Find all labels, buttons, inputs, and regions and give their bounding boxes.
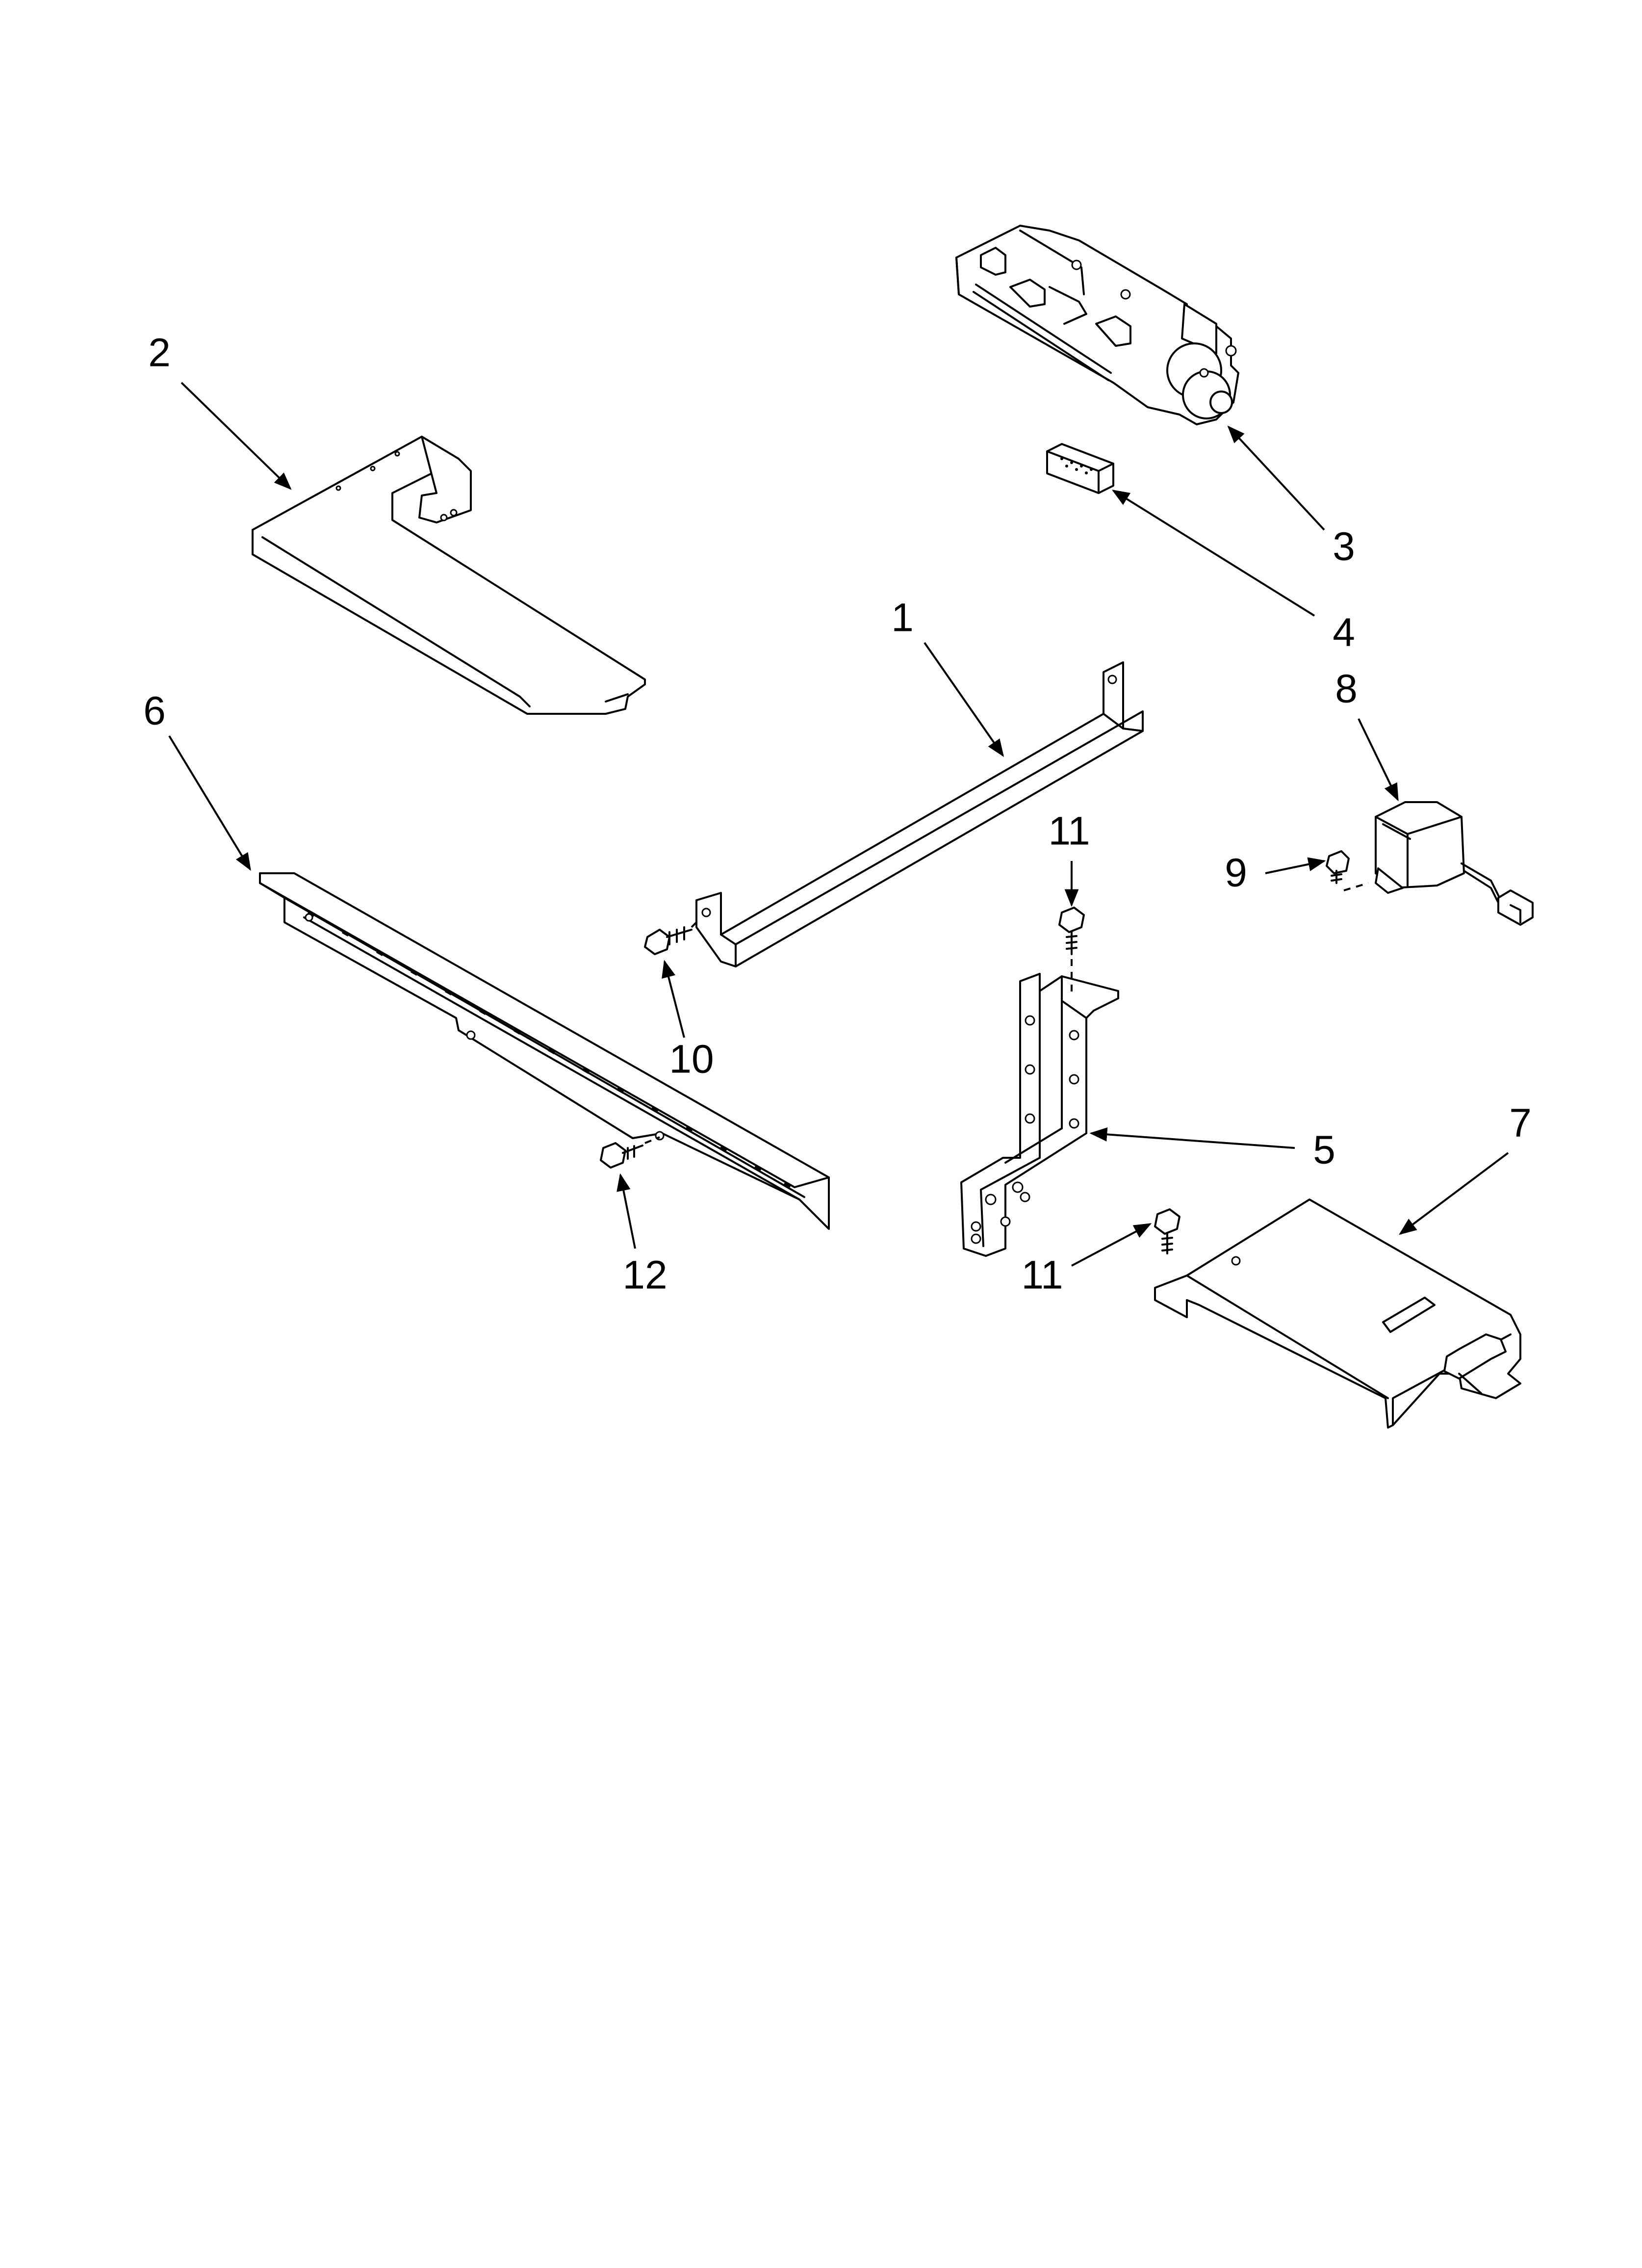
- leader-3: [1227, 425, 1325, 531]
- leader-10: [662, 960, 685, 1038]
- callout-9: 9: [1225, 851, 1247, 895]
- callout-1: 1: [891, 596, 914, 640]
- leader-4: [1111, 490, 1315, 617]
- leader-6: [168, 735, 251, 871]
- callout-11-upper: 11: [1048, 809, 1090, 854]
- callout-6: 6: [143, 689, 166, 733]
- callout-5: 5: [1313, 1128, 1335, 1173]
- leader-1: [924, 642, 1004, 757]
- callout-8: 8: [1335, 667, 1358, 711]
- part-7-mounting-plate: [1154, 1199, 1521, 1429]
- callout-7: 7: [1509, 1101, 1532, 1146]
- part-1-angle-rail: [695, 661, 1144, 967]
- callout-12: 12: [622, 1253, 667, 1298]
- leader-8: [1358, 718, 1399, 802]
- rail-slots: [307, 910, 792, 1189]
- part-6-slotted-rail: [259, 872, 830, 1230]
- leader-12: [616, 1173, 636, 1249]
- callout-3: 3: [1333, 524, 1355, 569]
- part-4-terminal-block: [1046, 443, 1114, 494]
- part-3-motor-assembly: [955, 225, 1239, 425]
- part-2-shelf-bracket: [252, 436, 646, 715]
- part-10-screw: [644, 921, 697, 955]
- callout-10: 10: [669, 1037, 714, 1082]
- leader-11b: [1071, 1223, 1152, 1267]
- leader-9: [1265, 857, 1326, 874]
- part-11-screw-lower: [1154, 1208, 1180, 1254]
- part-11-screw-upper: [1058, 907, 1085, 996]
- part-5-vertical-bracket: [960, 973, 1119, 1257]
- leader-2: [180, 382, 292, 490]
- part-9-screw: [1326, 850, 1369, 891]
- callout-4: 4: [1333, 610, 1355, 655]
- callout-labels: 2 1 3 4 6 8 9 10 11 5 7 11 12: [143, 331, 1532, 1298]
- leader-lines: [168, 382, 1509, 1267]
- callout-11-lower: 11: [1021, 1253, 1063, 1298]
- leader-7: [1399, 1152, 1509, 1235]
- part-8-transformer: [1375, 801, 1534, 926]
- part-12-screw: [600, 1136, 660, 1169]
- leader-5: [1089, 1127, 1295, 1149]
- callout-2: 2: [148, 331, 171, 375]
